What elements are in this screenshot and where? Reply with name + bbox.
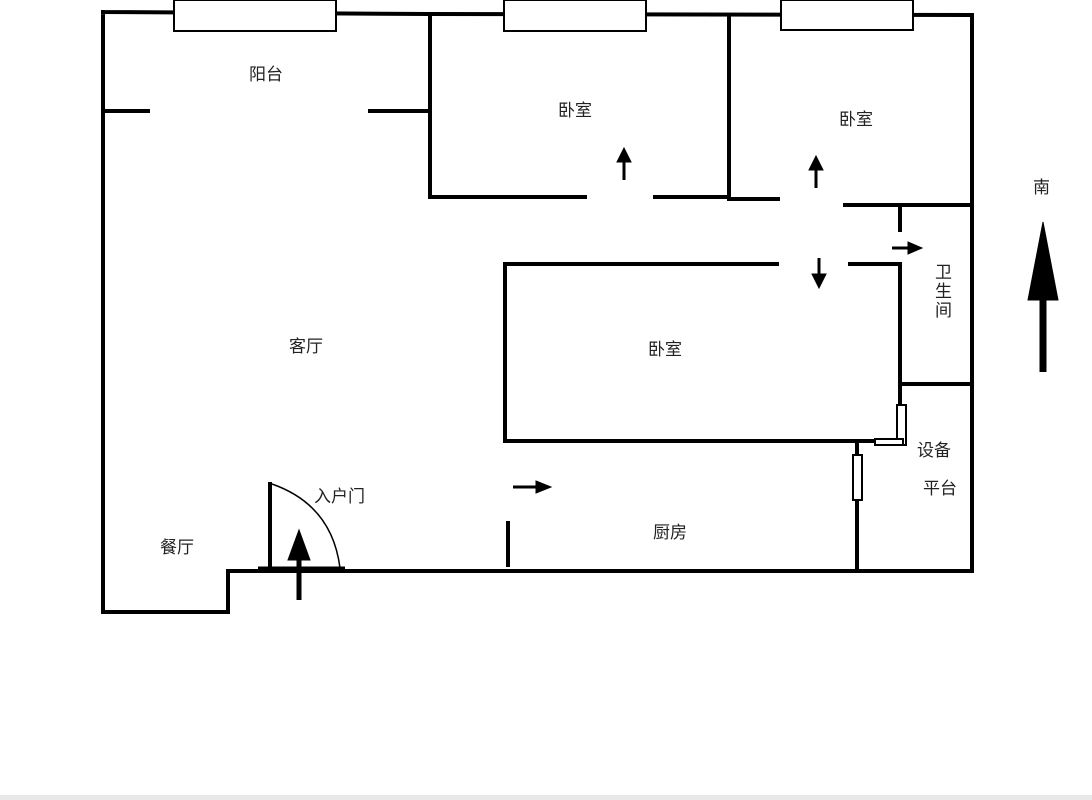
arrow-right-icon — [513, 480, 553, 494]
label-equipment-platform: 平台 — [923, 479, 957, 499]
arrows — [287, 146, 1059, 600]
label-bathroom: 生 — [935, 282, 952, 302]
label-bathroom: 间 — [935, 301, 952, 321]
label-bathroom: 卫 — [935, 263, 952, 283]
label-balcony: 阳台 — [249, 65, 283, 85]
label-bedroom-1: 卧室 — [558, 101, 592, 121]
label-kitchen: 厨房 — [653, 523, 687, 543]
label-living-room: 客厅 — [289, 337, 323, 357]
arrow-down-icon — [811, 258, 827, 290]
label-equipment-platform: 设备 — [917, 441, 951, 461]
label-bedroom-3: 卧室 — [648, 340, 682, 360]
label-entrance-door: 入户门 — [314, 487, 365, 507]
kitchen-window — [852, 454, 863, 501]
windows — [173, 0, 914, 501]
walls — [100, 9, 974, 614]
compass-arrow-icon — [1027, 221, 1059, 372]
bedroom-window — [503, 0, 647, 32]
arrow-up-icon — [616, 146, 632, 180]
arrow-right-icon — [892, 241, 924, 255]
platform-window — [874, 438, 904, 446]
label-dining-room: 餐厅 — [160, 538, 194, 558]
bedroom-window — [780, 0, 914, 31]
balcony-window — [173, 0, 337, 32]
entrance-arrow-icon — [287, 528, 311, 600]
label-bedroom-2: 卧室 — [839, 110, 873, 130]
room-labels: 阳台 卧室 卧室 卧室 客厅 餐厅 厨房 卫 生 间 设备 平台 入户门 南 — [160, 65, 1050, 558]
arrow-up-icon — [808, 154, 824, 188]
compass-label: 南 — [1033, 178, 1050, 198]
bottom-edge — [0, 795, 1092, 800]
